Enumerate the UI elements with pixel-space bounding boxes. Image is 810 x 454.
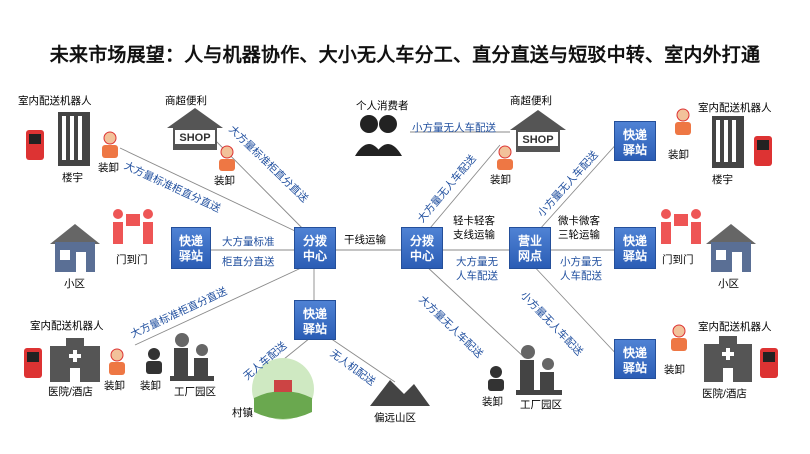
robot-icon	[26, 130, 44, 160]
label-building: 楼宇	[62, 172, 83, 184]
label-door-to-door: 门到门	[116, 254, 148, 266]
worker-icon	[109, 348, 125, 375]
building-icon	[712, 116, 744, 168]
label-consumer: 个人消费者	[356, 100, 409, 112]
label-community: 小区	[64, 278, 85, 290]
worker-icon	[671, 324, 687, 351]
label-village: 村镇	[232, 407, 253, 419]
factory-icon	[516, 345, 562, 395]
handover-icon	[661, 209, 701, 244]
house-icon	[706, 224, 756, 272]
label-robot-br: 室内配送机器人	[698, 321, 772, 333]
worker-icon	[146, 348, 162, 374]
label-unload: 装卸	[664, 364, 685, 376]
robot-icon	[24, 348, 42, 378]
label-shop-2: 商超便利	[510, 95, 552, 107]
village-icon	[252, 358, 314, 420]
label-hospital-r: 医院/酒店	[702, 388, 747, 400]
label-light-truck: 轻卡轻客	[453, 215, 495, 227]
label-community-r: 小区	[718, 278, 739, 290]
label-door-to-door-r: 门到门	[662, 254, 694, 266]
label-big-standard: 大方量标准	[222, 236, 275, 248]
svg-text:SHOP: SHOP	[179, 132, 210, 144]
express-station-lower[interactable]: 快递 驿站	[294, 300, 336, 340]
house-icon	[50, 224, 100, 272]
label-small-unmanned-2: 人车配送	[560, 270, 602, 282]
shop-icon: SHOP	[167, 108, 223, 150]
robot-icon	[754, 136, 772, 166]
label-hospital: 医院/酒店	[48, 386, 93, 398]
label-factory: 工厂园区	[174, 386, 216, 398]
label-unload: 装卸	[104, 380, 125, 392]
robot-icon	[760, 348, 778, 378]
express-station-left[interactable]: 快递 驿站	[171, 227, 211, 269]
distribution-center-left[interactable]: 分拨 中心	[294, 227, 336, 269]
label-shop: 商超便利	[165, 95, 207, 107]
label-factory-r: 工厂园区	[520, 399, 562, 411]
label-robot-bl: 室内配送机器人	[30, 320, 104, 332]
mountain-icon	[370, 380, 430, 406]
label-unload: 装卸	[98, 162, 119, 174]
express-station-mid-right[interactable]: 快递 驿站	[614, 227, 656, 269]
express-station-bottom-right[interactable]: 快递 驿站	[614, 339, 656, 379]
hospital-icon	[50, 338, 100, 382]
label-unload: 装卸	[140, 380, 161, 392]
edge-label-small-unmanned: 小方量无人车配送	[412, 122, 496, 134]
building-icon	[58, 112, 90, 166]
label-cabinet-direct: 柜直分直送	[222, 256, 275, 268]
shop-icon: SHOP	[510, 110, 566, 152]
svg-text:SHOP: SHOP	[522, 134, 553, 146]
label-mountain: 偏远山区	[374, 412, 416, 424]
label-robot-tl: 室内配送机器人	[18, 95, 92, 107]
consumer-icon	[355, 115, 402, 156]
label-big-unmanned-2: 人车配送	[456, 270, 498, 282]
worker-icon	[102, 131, 118, 158]
label-unload: 装卸	[482, 396, 503, 408]
factory-icon	[170, 333, 214, 381]
hospital-icon	[704, 336, 752, 382]
business-outlet[interactable]: 营业 网点	[509, 227, 551, 269]
label-unload: 装卸	[668, 149, 689, 161]
label-small-unmanned: 小方量无	[560, 256, 602, 268]
handover-icon	[113, 209, 153, 244]
distribution-center-mid[interactable]: 分拨 中心	[401, 227, 443, 269]
label-unload: 装卸	[490, 174, 511, 186]
worker-icon	[488, 366, 504, 391]
label-tricycle: 三轮运输	[558, 229, 600, 241]
label-robot-tr: 室内配送机器人	[698, 102, 772, 114]
label-branch-transport: 支线运输	[453, 229, 495, 241]
label-trunk-transport: 干线运输	[344, 234, 386, 246]
worker-icon	[219, 145, 235, 171]
worker-icon	[497, 145, 513, 170]
label-big-unmanned: 大方量无	[456, 256, 498, 268]
label-building-r: 楼宇	[712, 174, 733, 186]
express-station-top-right[interactable]: 快递 驿站	[614, 121, 656, 161]
page-title: 未来市场展望：人与机器协作、大小无人车分工、直分直送与短驳中转、室内外打通	[49, 45, 761, 66]
worker-icon	[675, 108, 691, 135]
label-micro-truck: 微卡微客	[558, 215, 600, 227]
label-unload: 装卸	[214, 175, 235, 187]
